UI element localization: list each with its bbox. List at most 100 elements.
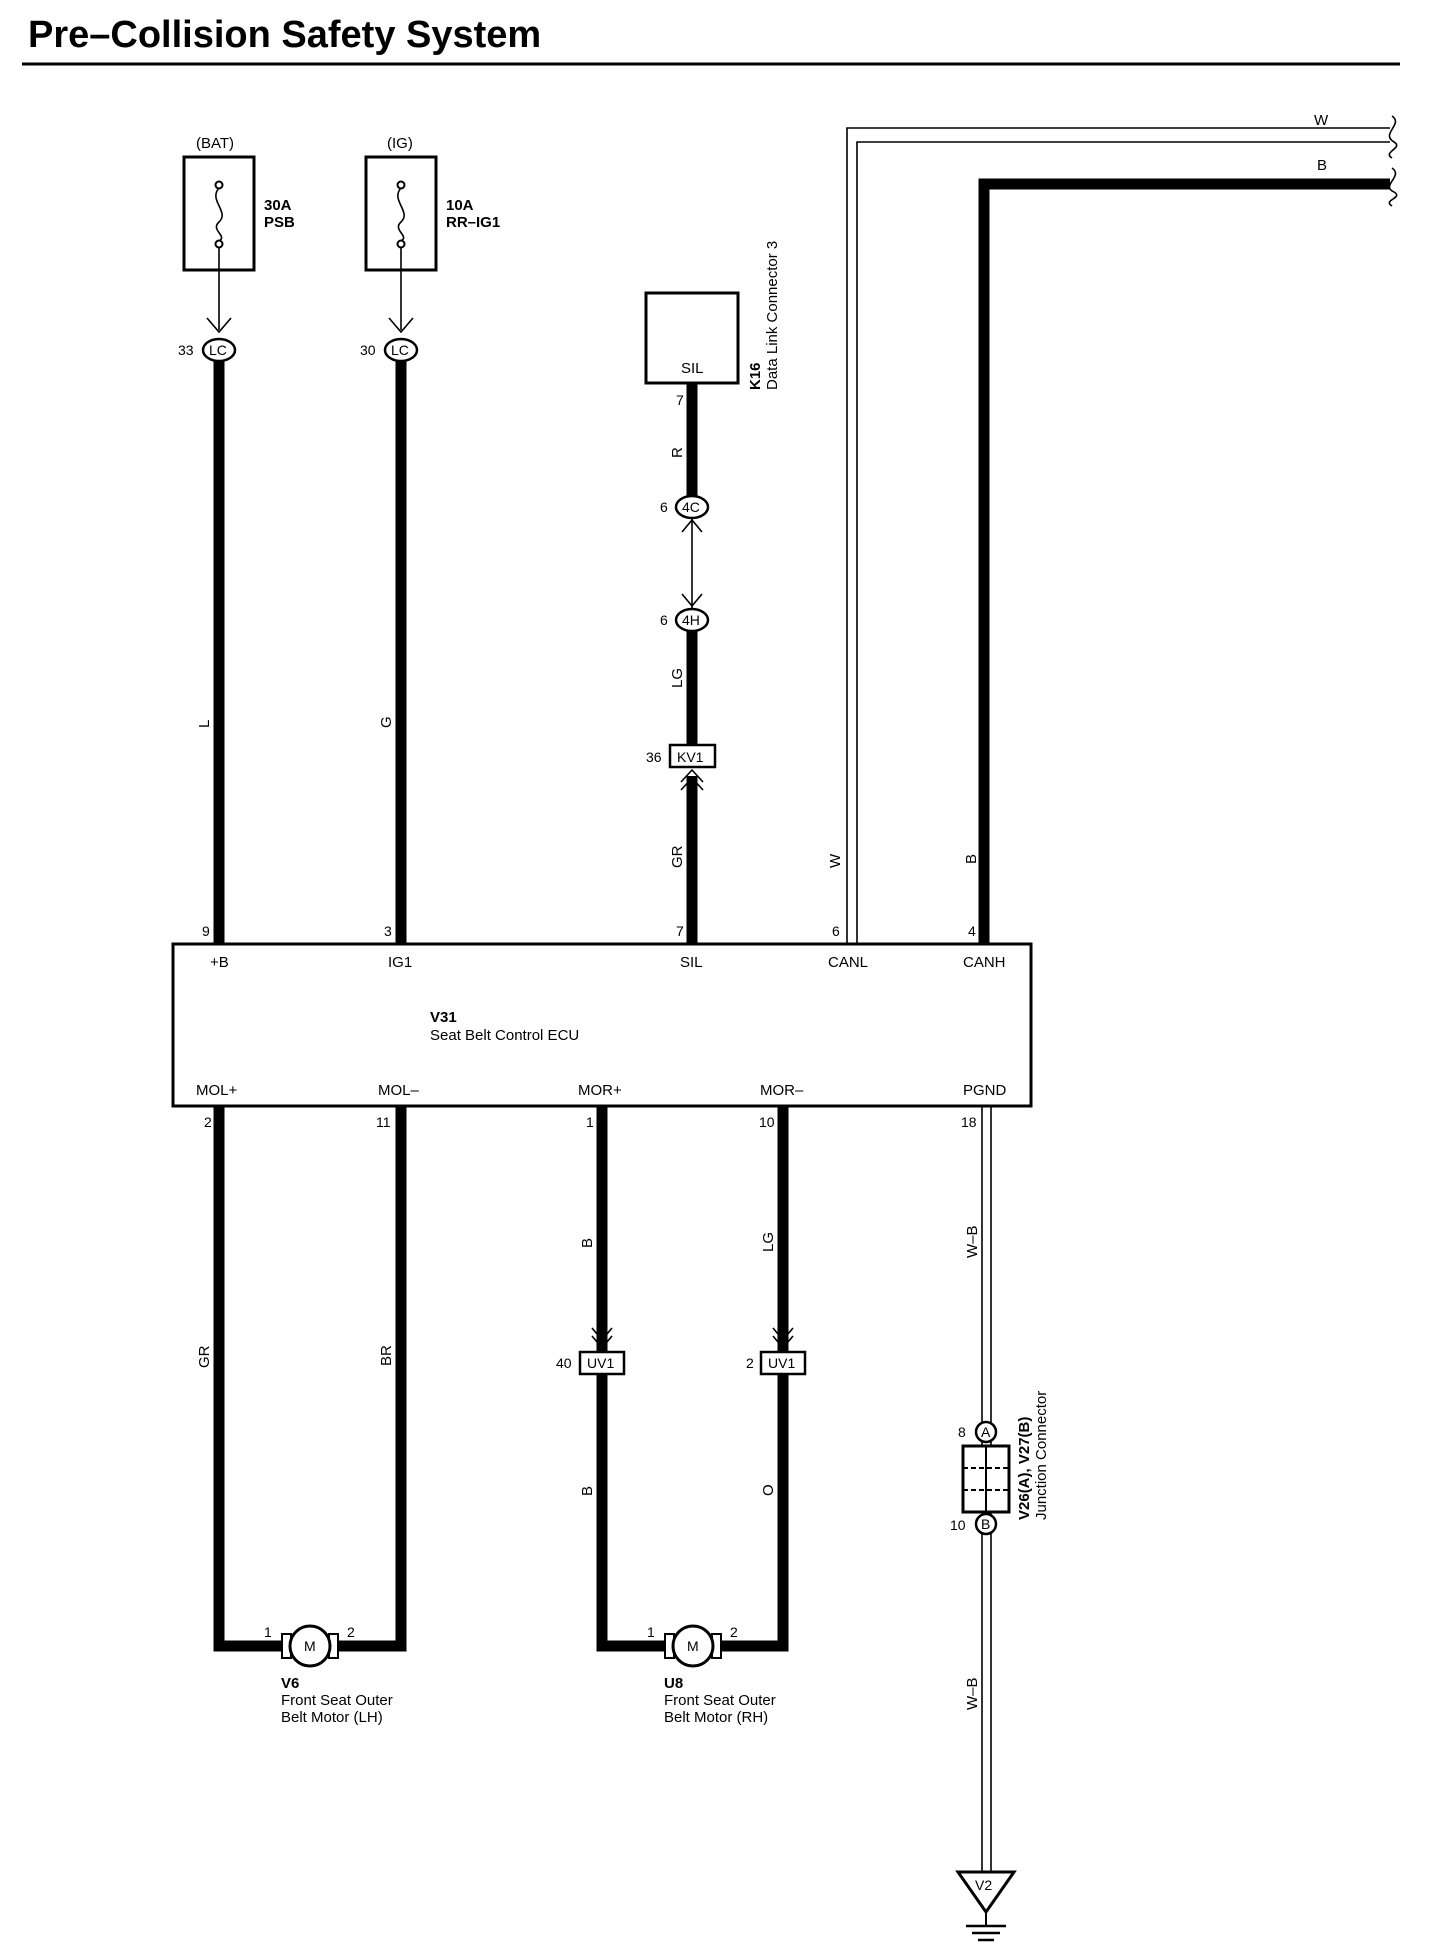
wire-o-label: O bbox=[760, 1484, 777, 1496]
conn-kv1-pin: 36 bbox=[646, 749, 662, 765]
motor-rh-symbol bbox=[671, 1624, 715, 1668]
fuse-rr-ig1: (IG) 10A RR–IG1 30 LC bbox=[360, 135, 500, 363]
junction-name: Junction Connector bbox=[1033, 1391, 1050, 1520]
ecu-terminal-plus-b: +B bbox=[210, 954, 229, 971]
wire-wb-top-label: W–B bbox=[964, 1225, 981, 1258]
wire-wb-bottom-label: W–B bbox=[964, 1677, 981, 1710]
fuse-psb-symbol bbox=[215, 187, 223, 242]
wire-br-mol-minus bbox=[335, 1106, 407, 1652]
ecu-name: Seat Belt Control ECU bbox=[430, 1027, 579, 1044]
dlc-box bbox=[644, 291, 740, 385]
ecu-pin-11: 11 bbox=[376, 1114, 391, 1130]
connector-uv1-a-label: UV1 bbox=[587, 1355, 614, 1371]
motor-lh-line1: Front Seat Outer bbox=[281, 1692, 393, 1709]
ground-code: V2 bbox=[975, 1877, 992, 1893]
ecu-pin-18: 18 bbox=[961, 1114, 977, 1130]
wire-b-top-label: B bbox=[579, 1238, 596, 1248]
motor-lh-m: M bbox=[304, 1638, 316, 1654]
can-bus: W B W B 6 4 bbox=[827, 112, 1398, 944]
motor-rh-pin1: 1 bbox=[647, 1624, 655, 1640]
motor-rh-m: M bbox=[687, 1638, 699, 1654]
wire-canl-label: W bbox=[827, 853, 844, 868]
ecu-terminal-mor-minus: MOR– bbox=[760, 1082, 804, 1099]
motor-rh-pin2: 2 bbox=[730, 1624, 738, 1640]
wire-gr-dlc-label: GR bbox=[669, 845, 686, 868]
dlc-name: Data Link Connector 3 bbox=[764, 241, 781, 390]
junction-connector: 8 A 10 B V26(A), V27(B) Junction Connect… bbox=[950, 1391, 1050, 1536]
data-link-connector: SIL K16 Data Link Connector 3 bbox=[644, 241, 781, 390]
fuse-rr-ig1-pin: 30 bbox=[360, 342, 376, 358]
wire-canh-label: B bbox=[963, 854, 980, 864]
connector-4h-label: 4H bbox=[682, 612, 700, 628]
dlc-terminal: SIL bbox=[681, 360, 704, 377]
ecu-terminal-canl: CANL bbox=[828, 954, 868, 971]
conn-uv1-b-pin: 2 bbox=[746, 1355, 754, 1371]
page-title: Pre–Collision Safety System bbox=[28, 14, 541, 56]
wire-canh bbox=[978, 178, 1390, 944]
fuse-rr-ig1-name: RR–IG1 bbox=[446, 214, 500, 231]
motor-rh-line1: Front Seat Outer bbox=[664, 1692, 776, 1709]
ecu-terminal-sil: SIL bbox=[680, 954, 703, 971]
ecu-pin-6: 6 bbox=[832, 923, 840, 939]
ecu-pin-7: 7 bbox=[676, 923, 684, 939]
ecu-pin-2: 2 bbox=[204, 1114, 212, 1130]
break-mark-b bbox=[1388, 167, 1398, 207]
connector-kv1-label: KV1 bbox=[677, 749, 704, 765]
ecu-terminal-mol-plus: MOL+ bbox=[196, 1082, 238, 1099]
wire-canl-outer bbox=[846, 127, 1390, 944]
connector-lc-2-label: LC bbox=[391, 342, 409, 358]
fuse-psb-pin: 33 bbox=[178, 342, 194, 358]
ecu-pin-9: 9 bbox=[202, 923, 210, 939]
junction-pin-a: 8 bbox=[958, 1424, 966, 1440]
connector-4c-label: 4C bbox=[682, 499, 700, 515]
fuse-rr-ig1-rating: 10A bbox=[446, 197, 474, 214]
ecu-pin-10: 10 bbox=[759, 1114, 775, 1130]
dlc-code: K16 bbox=[747, 362, 764, 390]
junction-pin-b: 10 bbox=[950, 1517, 966, 1533]
conn-4c-pin: 6 bbox=[660, 499, 668, 515]
wire-lg-top-label: LG bbox=[760, 1232, 777, 1252]
ecu-terminal-mor-plus: MOR+ bbox=[578, 1082, 622, 1099]
ecu-pin-4: 4 bbox=[968, 923, 976, 939]
fuse-psb: (BAT) 30A PSB 33 LC bbox=[178, 135, 295, 363]
motor-rh-line2: Belt Motor (RH) bbox=[664, 1709, 768, 1726]
junction-label-b: B bbox=[981, 1516, 990, 1532]
can-top-b-label: B bbox=[1317, 157, 1327, 174]
fuse-psb-name: PSB bbox=[264, 214, 295, 231]
wire-g-label: G bbox=[378, 716, 395, 728]
motor-lh-symbol bbox=[288, 1624, 332, 1668]
ecu-box bbox=[171, 942, 1033, 1108]
motor-rh-code: U8 bbox=[664, 1675, 683, 1692]
wire-canl-inner bbox=[856, 141, 1390, 944]
wire-o-mor-minus-bottom bbox=[718, 1374, 789, 1652]
seat-belt-control-ecu: +B IG1 SIL CANL CANH V31 Seat Belt Contr… bbox=[171, 942, 1033, 1108]
motor-rh: M 1 2 U8 Front Seat Outer Belt Motor (RH… bbox=[647, 1624, 776, 1726]
fuse-psb-rating: 30A bbox=[264, 197, 292, 214]
fuse-psb-source: (BAT) bbox=[196, 135, 234, 152]
conn-4h-pin: 6 bbox=[660, 612, 668, 628]
motor-lh-pin2: 2 bbox=[347, 1624, 355, 1640]
motor-lh-line2: Belt Motor (LH) bbox=[281, 1709, 383, 1726]
connector-kv1 bbox=[668, 743, 717, 769]
wire-b-mor-plus-bottom bbox=[596, 1374, 668, 1652]
ecu-terminal-ig1: IG1 bbox=[388, 954, 412, 971]
junction-marker-a bbox=[974, 1420, 998, 1444]
motor-lh: M 1 2 V6 Front Seat Outer Belt Motor (LH… bbox=[264, 1624, 393, 1726]
motor-lh-code: V6 bbox=[281, 1675, 299, 1692]
fuse-rr-ig1-source: (IG) bbox=[387, 135, 413, 152]
ecu-terminal-mol-minus: MOL– bbox=[378, 1082, 420, 1099]
wire-br-label: BR bbox=[378, 1345, 395, 1366]
conn-uv1-a-pin: 40 bbox=[556, 1355, 572, 1371]
dlc-pin: 7 bbox=[676, 392, 684, 408]
ecu-code: V31 bbox=[430, 1009, 457, 1026]
wire-gr-mol-plus bbox=[213, 1106, 285, 1652]
ground-v2: V2 bbox=[955, 1870, 1017, 1942]
fuse-rr-ig1-symbol bbox=[397, 187, 405, 242]
wire-b-bottom-label: B bbox=[579, 1486, 596, 1496]
wire-l-label: L bbox=[196, 720, 213, 728]
ecu-pin-1: 1 bbox=[586, 1114, 594, 1130]
break-mark-w bbox=[1388, 115, 1398, 159]
ecu-terminal-canh: CANH bbox=[963, 954, 1006, 971]
wire-r-label: R bbox=[669, 447, 686, 458]
